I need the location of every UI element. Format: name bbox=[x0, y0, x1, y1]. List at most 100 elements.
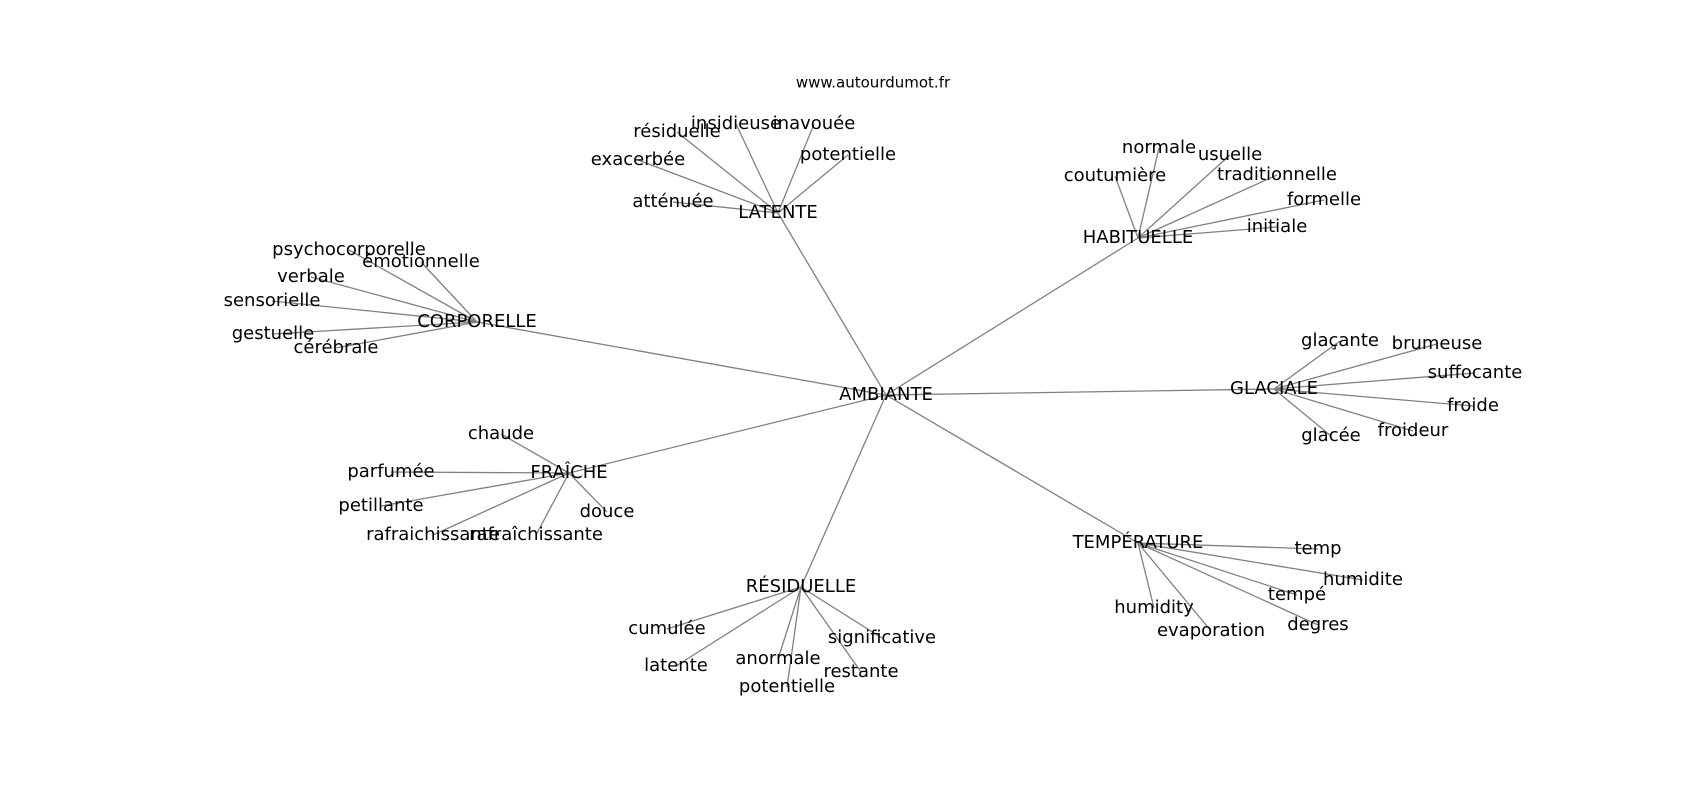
leaf-node-temp[interactable]: temp bbox=[1294, 538, 1341, 559]
edge-temperature-degres bbox=[1137, 542, 1319, 626]
leaf-node-verbale[interactable]: verbale bbox=[277, 266, 345, 287]
edge-residuelle-significative bbox=[800, 586, 883, 639]
leaf-node-petillante[interactable]: petillante bbox=[338, 495, 423, 516]
leaf-node-parfumee[interactable]: parfumée bbox=[347, 461, 434, 482]
leaf-node-tempe[interactable]: tempé bbox=[1268, 584, 1326, 605]
edge-glaciale-suffocante bbox=[1273, 372, 1476, 390]
leaf-node-humidite[interactable]: humidite bbox=[1323, 569, 1403, 590]
edge-fraiche-chaude bbox=[500, 433, 570, 474]
edge-habituelle-coutumiere bbox=[1114, 175, 1139, 239]
hub-node-latente[interactable]: LATENTE bbox=[738, 202, 818, 223]
center-node-label[interactable]: AMBIANTE bbox=[839, 384, 933, 405]
leaf-node-suffocante[interactable]: suffocante bbox=[1428, 362, 1523, 383]
edge-latente-residuelle bbox=[676, 131, 779, 214]
leaf-node-potentielle[interactable]: potentielle bbox=[800, 144, 896, 165]
edge-residuelle-potentielle bbox=[786, 586, 802, 688]
edge-latente-inavouee bbox=[777, 123, 815, 214]
edge-center-residuelle bbox=[800, 394, 887, 588]
edge-residuelle-restante bbox=[800, 586, 862, 673]
edge-residuelle-latente bbox=[675, 586, 802, 667]
leaf-node-chaude[interactable]: chaude bbox=[468, 423, 534, 444]
leaf-node-initiale[interactable]: initiale bbox=[1247, 216, 1308, 237]
graph-labels: www.autourdumot.fr AMBIANTE LATENTE insidi… bbox=[224, 74, 1523, 698]
edge-center-latente bbox=[777, 212, 887, 396]
leaf-node-rafraichissante[interactable]: rafraichissante bbox=[366, 524, 500, 545]
leaf-node-froide[interactable]: froide bbox=[1447, 395, 1499, 416]
site-url-label[interactable]: www.autourdumot.fr bbox=[796, 74, 951, 92]
edge-glaciale-froide bbox=[1273, 388, 1474, 407]
leaf-node-traditionnelle[interactable]: traditionnelle bbox=[1217, 164, 1337, 185]
leaf-node-brumeuse[interactable]: brumeuse bbox=[1392, 333, 1483, 354]
edge-center-corporelle bbox=[476, 321, 887, 396]
leaf-node-froideur[interactable]: froideur bbox=[1378, 420, 1449, 441]
leaf-node-glacante[interactable]: glaçante bbox=[1301, 330, 1379, 351]
leaf-node-normale[interactable]: normale bbox=[1122, 137, 1196, 158]
leaf-node-sensorielle[interactable]: sensorielle bbox=[224, 290, 321, 311]
leaf-node-latente[interactable]: latente bbox=[644, 655, 708, 676]
edge-temperature-humidity bbox=[1137, 542, 1155, 609]
edge-habituelle-normale bbox=[1137, 147, 1160, 239]
edge-corporelle-sensorielle bbox=[271, 300, 478, 323]
leaf-node-formelle[interactable]: formelle bbox=[1287, 189, 1361, 210]
leaf-node-cerebrale[interactable]: cérébrale bbox=[294, 337, 379, 358]
leaf-node-usuelle[interactable]: usuelle bbox=[1198, 144, 1262, 165]
edge-glaciale-froideur bbox=[1273, 388, 1414, 432]
graph-edges bbox=[271, 123, 1476, 688]
edge-habituelle-formelle bbox=[1137, 199, 1325, 239]
edge-center-temperature bbox=[885, 394, 1139, 544]
leaf-node-rafraichissante[interactable]: rafraîchissante bbox=[469, 524, 603, 545]
edge-center-fraiche bbox=[568, 394, 887, 474]
edge-corporelle-verbale bbox=[310, 276, 478, 323]
leaf-node-degres[interactable]: degres bbox=[1287, 614, 1348, 635]
leaf-node-emotionnelle[interactable]: émotionnelle bbox=[362, 251, 480, 272]
hub-node-habituelle[interactable]: HABITUELLE bbox=[1083, 227, 1193, 248]
edge-latente-potentielle bbox=[777, 154, 849, 214]
edge-fraiche-douce bbox=[568, 472, 608, 513]
edge-temperature-humidite bbox=[1137, 542, 1364, 581]
hub-node-glaciale[interactable]: GLACIALE bbox=[1230, 378, 1318, 399]
leaf-node-insidieuse[interactable]: insidieuse bbox=[691, 113, 781, 134]
leaf-node-douce[interactable]: douce bbox=[580, 501, 635, 522]
edge-residuelle-cumulee bbox=[666, 586, 802, 630]
edge-corporelle-gestuelle bbox=[272, 321, 478, 335]
edge-habituelle-initiale bbox=[1137, 226, 1278, 239]
edge-latente-exacerbee bbox=[637, 159, 779, 214]
edge-corporelle-emotionnelle bbox=[420, 261, 478, 323]
edge-center-habituelle bbox=[885, 237, 1139, 396]
hub-node-temperature[interactable]: TEMPÉRATURE bbox=[1072, 531, 1204, 553]
edge-fraiche-parfumee bbox=[390, 471, 570, 474]
leaf-node-inavouee[interactable]: inavouée bbox=[773, 113, 856, 134]
edge-temperature-tempe bbox=[1137, 542, 1298, 596]
leaf-node-glacee[interactable]: glacée bbox=[1301, 425, 1361, 446]
leaf-node-cumulee[interactable]: cumulée bbox=[628, 618, 705, 639]
leaf-node-potentielle[interactable]: potentielle bbox=[739, 676, 835, 697]
leaf-node-residuelle[interactable]: résiduelle bbox=[633, 121, 720, 142]
leaf-node-coutumiere[interactable]: coutumière bbox=[1064, 165, 1166, 186]
edge-habituelle-usuelle bbox=[1137, 154, 1231, 239]
hub-node-residuelle[interactable]: RÉSIDUELLE bbox=[746, 575, 856, 597]
edge-latente-attenuee bbox=[672, 201, 779, 214]
leaf-node-significative[interactable]: significative bbox=[828, 627, 936, 648]
leaf-node-gestuelle[interactable]: gestuelle bbox=[232, 323, 315, 344]
leaf-node-attenuee[interactable]: atténuée bbox=[632, 191, 713, 212]
leaf-node-anormale[interactable]: anormale bbox=[735, 648, 820, 669]
leaf-node-humidity[interactable]: humidity bbox=[1114, 597, 1194, 618]
hub-node-fraiche[interactable]: FRAÎCHE bbox=[530, 461, 607, 483]
edge-habituelle-traditionnelle bbox=[1137, 174, 1278, 239]
edge-temperature-evaporation bbox=[1137, 542, 1212, 632]
edge-center-glaciale bbox=[885, 388, 1275, 396]
leaf-node-exacerbee[interactable]: exacerbée bbox=[591, 149, 685, 170]
edge-fraiche-rafraichissante bbox=[432, 472, 570, 536]
leaf-node-restante[interactable]: restante bbox=[823, 661, 898, 682]
hub-node-corporelle[interactable]: CORPORELLE bbox=[417, 311, 537, 332]
edge-fraiche-rafraichissante bbox=[535, 472, 570, 536]
edge-corporelle-cerebrale bbox=[335, 321, 478, 349]
edge-residuelle-anormale bbox=[777, 586, 802, 660]
edge-glaciale-brumeuse bbox=[1273, 343, 1438, 390]
edge-glaciale-glacante bbox=[1273, 340, 1341, 390]
leaf-node-evaporation[interactable]: evaporation bbox=[1157, 620, 1265, 641]
edge-glaciale-glacee bbox=[1273, 388, 1332, 437]
edge-fraiche-petillante bbox=[380, 472, 570, 507]
leaf-node-psychocorporelle[interactable]: psychocorporelle bbox=[272, 239, 426, 260]
edge-temperature-temp bbox=[1137, 542, 1319, 550]
